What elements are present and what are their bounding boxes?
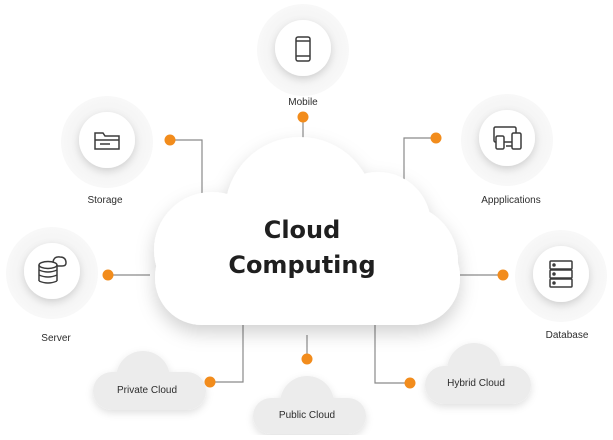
dot-storage <box>164 134 176 146</box>
center-title-line1: Cloud <box>263 216 341 244</box>
label-storage: Storage <box>87 195 123 206</box>
label-private-cloud: Private Cloud <box>116 385 178 396</box>
server-cloud-icon <box>38 256 67 284</box>
connector-dots <box>102 111 509 389</box>
label-public-cloud: Public Cloud <box>278 410 336 421</box>
dot-database <box>497 269 509 281</box>
dot-private-cloud <box>204 376 216 388</box>
dot-public-cloud <box>301 353 313 365</box>
connector-storage <box>170 139 203 212</box>
central-cloud <box>154 137 460 325</box>
label-applications: Appplications <box>481 195 541 206</box>
dot-mobile <box>297 111 309 123</box>
connector-applications <box>403 137 436 190</box>
devices-icon <box>493 126 522 150</box>
database-icon <box>549 260 573 288</box>
dot-hybrid-cloud <box>404 377 416 389</box>
folder-icon <box>94 132 120 150</box>
dot-server <box>102 269 114 281</box>
label-hybrid-cloud: Hybrid Cloud <box>447 378 505 389</box>
hybrid-cloud-shape <box>425 343 531 404</box>
server-node <box>6 227 98 319</box>
label-database: Database <box>545 330 589 341</box>
storage-node <box>61 96 153 188</box>
label-server: Server <box>41 333 71 344</box>
mobile-node <box>257 4 349 96</box>
connector-lines <box>108 116 503 384</box>
applications-node <box>461 94 553 186</box>
connector-hybrid-cloud <box>374 322 410 384</box>
public-cloud-shape <box>253 376 366 434</box>
mobile-icon <box>295 36 311 62</box>
private-cloud-shape <box>93 351 206 410</box>
label-mobile: Mobile <box>288 97 318 108</box>
connector-private-cloud <box>210 322 244 383</box>
center-title-line2: Computing <box>228 251 376 279</box>
dot-applications <box>430 132 442 144</box>
database-node <box>515 230 607 322</box>
